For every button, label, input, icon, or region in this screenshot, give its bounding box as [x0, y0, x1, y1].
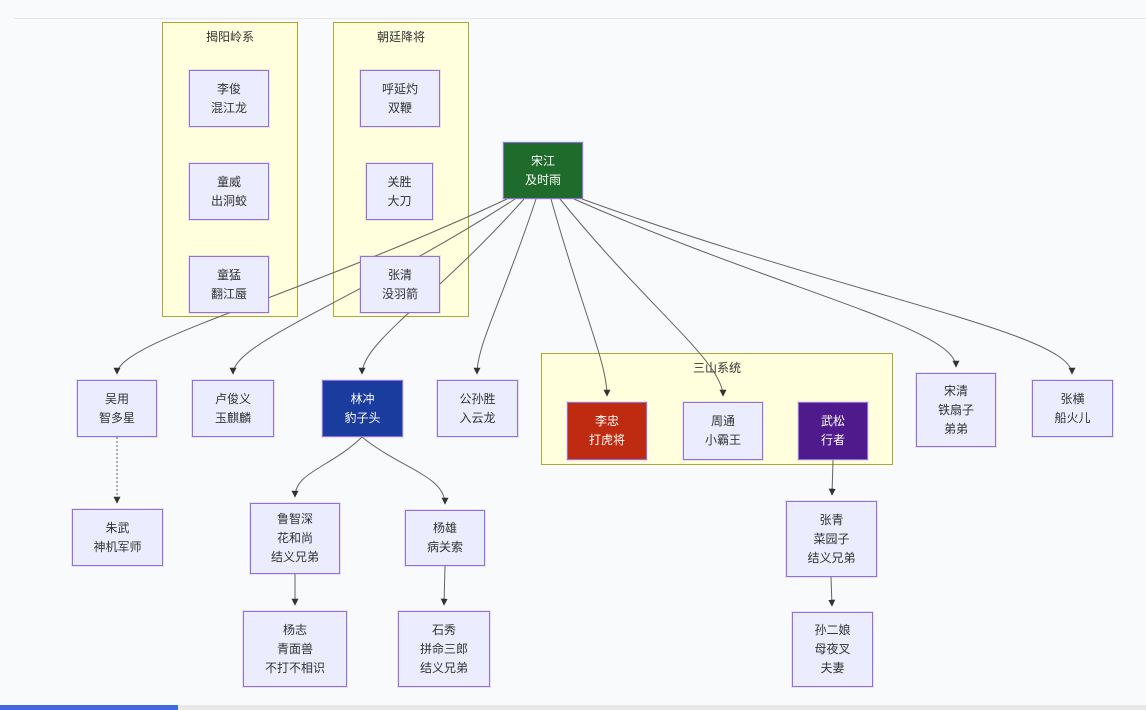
node-name: 关胜 — [387, 174, 412, 189]
node-relation: 夫妻 — [820, 661, 845, 675]
edge-wusong-zhangqing — [828, 459, 836, 496]
edge-songjiang-lujunyi — [229, 198, 516, 375]
edge-zhangqing-sunerniang — [828, 576, 836, 607]
node-name: 林冲 — [350, 391, 375, 406]
edge-yangxiong-shixiu — [440, 565, 448, 606]
node-wusong: 武松 行者 — [798, 402, 868, 460]
node-linchong: 林冲 豹子头 — [322, 380, 403, 437]
node-name: 宋清 — [943, 383, 968, 398]
node-name: 宋江 — [530, 153, 555, 168]
node-nickname: 菜园子 — [813, 531, 850, 546]
node-name: 张清 — [387, 267, 412, 282]
node-name: 武松 — [820, 414, 845, 428]
node-zhoutong: 周通 小霸王 — [683, 402, 763, 460]
node-relation: 结义兄弟 — [419, 660, 468, 675]
node-lujunyi: 卢俊义 玉麒麟 — [192, 380, 274, 437]
node-lijun: 李俊 混江龙 — [189, 70, 269, 127]
node-nickname: 及时雨 — [524, 172, 561, 187]
node-huyanzhuo: 呼延灼 双鞭 — [360, 70, 440, 127]
node-relation: 结义兄弟 — [807, 550, 856, 565]
node-nickname: 混江龙 — [210, 100, 247, 115]
node-name: 李俊 — [216, 81, 241, 96]
node-nickname: 入云龙 — [459, 410, 496, 425]
node-name: 孙二娘 — [814, 623, 851, 637]
node-nickname: 母夜叉 — [814, 642, 851, 656]
node-name: 呼延灼 — [381, 81, 418, 96]
node-nickname: 双鞭 — [387, 100, 412, 115]
edge-songjiang-songqing — [573, 198, 960, 368]
node-relation: 弟弟 — [943, 421, 968, 436]
group-title-jieyang: 揭阳岭系 — [205, 30, 254, 44]
edge-songjiang-zhangheng — [581, 198, 1076, 375]
node-zhuwu: 朱武 神机军师 — [72, 509, 163, 566]
node-name: 张横 — [1060, 391, 1085, 406]
node-nickname: 花和尚 — [276, 531, 313, 545]
node-shixiu: 石秀 拼命三郎 结义兄弟 — [398, 611, 490, 687]
node-yangxiong: 杨雄 病关索 — [405, 510, 485, 566]
node-songjiang: 宋江 及时雨 — [503, 142, 583, 199]
node-name: 张青 — [819, 512, 844, 527]
top-divider-line — [14, 18, 1146, 19]
node-nickname: 翻江蜃 — [210, 286, 247, 301]
node-wuyong: 吴用 智多星 — [77, 380, 157, 437]
node-nickname: 青面兽 — [276, 641, 313, 656]
node-nickname: 行者 — [820, 433, 845, 447]
node-lizhong: 李忠 打虎将 — [567, 402, 647, 460]
node-zhangheng: 张横 船火儿 — [1032, 380, 1113, 437]
node-guansheng: 关胜 大刀 — [366, 163, 433, 220]
node-name: 杨志 — [282, 622, 307, 637]
edge-songjiang-wuyong — [113, 198, 508, 375]
edge-songjiang-gongsunsheng — [473, 198, 537, 375]
node-name: 周通 — [710, 414, 735, 428]
node-nickname: 病关索 — [426, 540, 463, 554]
horizontal-scrollbar-thumb[interactable] — [0, 705, 178, 710]
node-name: 杨雄 — [432, 521, 457, 535]
edge-songjiang-zhoutong — [559, 198, 727, 397]
node-nickname: 拼命三郎 — [419, 641, 468, 656]
node-tongmeng: 童猛 翻江蜃 — [189, 256, 269, 313]
node-name: 朱武 — [105, 520, 130, 535]
node-name: 卢俊义 — [214, 391, 251, 406]
node-nickname: 神机军师 — [93, 539, 142, 554]
node-nickname: 铁扇子 — [937, 402, 974, 417]
node-nickname: 没羽箭 — [381, 286, 418, 301]
node-name: 李忠 — [594, 414, 619, 428]
node-zhangqing-shi: 张清 没羽箭 — [360, 256, 440, 313]
node-nickname: 智多星 — [98, 410, 135, 425]
node-nickname: 豹子头 — [344, 410, 381, 425]
node-name: 鲁智深 — [276, 512, 313, 526]
edge-songjiang-lizhong — [550, 198, 611, 397]
edge-linchong-yangxiong — [361, 436, 449, 505]
horizontal-scrollbar-track[interactable] — [0, 705, 1146, 710]
node-yangzhi: 杨志 青面兽 不打不相识 — [243, 611, 347, 687]
node-nickname: 玉麒麟 — [214, 410, 251, 425]
edge-linchong-luzhishen — [291, 436, 363, 498]
node-name: 吴用 — [104, 391, 129, 406]
node-name: 童猛 — [216, 267, 241, 282]
node-sunerniang: 孙二娘 母夜叉 夫妻 — [792, 612, 873, 687]
node-name: 石秀 — [431, 622, 456, 637]
node-zhangqing-cai: 张青 菜园子 结义兄弟 — [786, 501, 877, 577]
group-title-chaoting: 朝廷降将 — [376, 30, 425, 44]
node-nickname: 大刀 — [387, 193, 412, 208]
node-nickname: 船火儿 — [1054, 410, 1091, 425]
node-name: 公孙胜 — [459, 391, 496, 406]
node-relation: 结义兄弟 — [270, 550, 319, 564]
node-name: 童威 — [216, 174, 241, 189]
node-nickname: 出洞蛟 — [210, 193, 247, 208]
node-gongsunsheng: 公孙胜 入云龙 — [437, 380, 518, 437]
node-nickname: 小霸王 — [704, 433, 741, 447]
node-tongwei: 童威 出洞蛟 — [189, 163, 269, 220]
node-relation: 不打不相识 — [264, 660, 325, 675]
node-nickname: 打虎将 — [588, 433, 625, 447]
node-luzhishen: 鲁智深 花和尚 结义兄弟 — [250, 503, 340, 574]
group-title-sanshan: 三山系统 — [692, 361, 741, 375]
node-songqing: 宋清 铁扇子 弟弟 — [916, 373, 996, 447]
